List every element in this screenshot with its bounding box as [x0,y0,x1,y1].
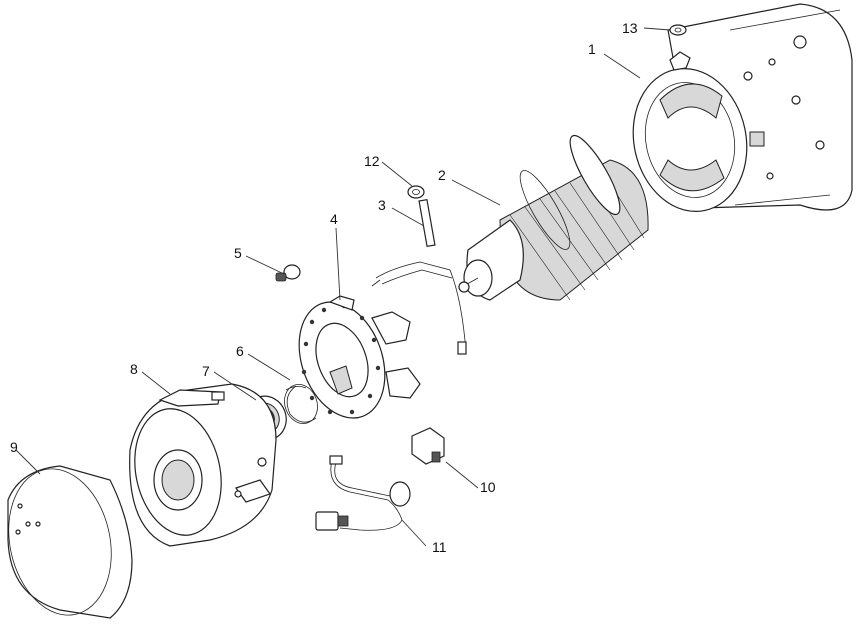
callout-5: 5 [234,245,242,261]
callout-13: 13 [622,20,638,36]
leader-lines [15,27,671,547]
part-terminal-stud [371,198,467,355]
part-top-washer [669,24,687,36]
callout-2: 2 [438,167,446,183]
callout-10: 10 [480,479,496,495]
callout-9: 9 [10,439,18,455]
part-end-cover [129,383,277,547]
part-screw [275,264,301,282]
part-wiring-harness [315,455,411,531]
callout-1: 1 [588,41,596,57]
callout-7: 7 [202,363,210,379]
callout-4: 4 [330,211,338,227]
callout-12: 12 [364,153,380,169]
part-band-cover [7,465,133,619]
part-snap-ring [284,384,318,424]
part-brush-plate [298,295,421,419]
callout-labels: 1 2 3 4 5 6 7 8 9 10 11 12 13 [10,20,638,555]
callout-6: 6 [236,343,244,359]
callout-3: 3 [378,197,386,213]
part-motor-housing [632,3,853,212]
callout-11: 11 [432,539,447,555]
part-connector [411,427,445,465]
part-small-washer [407,185,425,199]
callout-8: 8 [130,361,138,377]
part-armature [458,134,649,301]
